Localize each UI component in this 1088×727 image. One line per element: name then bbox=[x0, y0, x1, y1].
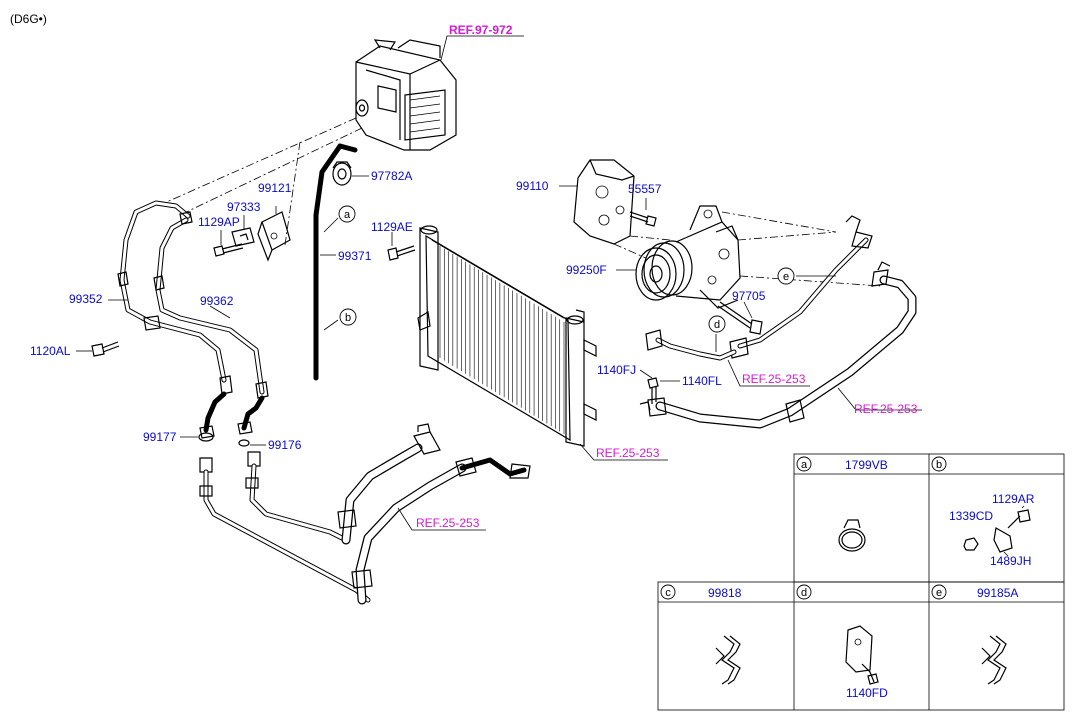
label-1129ap: 1129AP bbox=[198, 215, 240, 229]
compressor-99250f bbox=[635, 205, 741, 309]
legend-b-part3: 1489JH bbox=[990, 554, 1031, 568]
callout-a-circle bbox=[338, 205, 356, 223]
discharge-line bbox=[639, 261, 917, 429]
legend-e-circle bbox=[931, 584, 947, 600]
clip-99185a bbox=[981, 635, 1007, 685]
legend-d-circle bbox=[796, 584, 812, 600]
bolt-1129ae bbox=[387, 245, 416, 261]
label-99121: 99121 bbox=[258, 181, 292, 195]
nut-1339cd bbox=[963, 537, 979, 551]
bolt-1129ar bbox=[1007, 505, 1031, 529]
bolt-1120al bbox=[91, 341, 120, 357]
callout-b-circle bbox=[339, 308, 357, 326]
legend-e-part: 99185A bbox=[977, 586, 1018, 600]
callout-a: a bbox=[344, 209, 351, 221]
callout-e: e bbox=[783, 271, 789, 283]
bracket-1489jh bbox=[993, 527, 1013, 557]
label-97782a: 97782A bbox=[371, 169, 412, 183]
drain-hose-99371 bbox=[313, 143, 358, 381]
ref-heater-unit[interactable]: REF.97-972 bbox=[449, 23, 513, 37]
legend-b-letter: b bbox=[936, 459, 942, 471]
legend-c-letter: c bbox=[665, 587, 671, 599]
heater-unit bbox=[355, 39, 457, 151]
ref-condenser[interactable]: REF.25-253 bbox=[596, 446, 660, 460]
callout-b: b bbox=[345, 312, 351, 324]
label-99352: 99352 bbox=[69, 292, 103, 306]
bolt-1140fj bbox=[647, 377, 659, 404]
ref-hose-lower[interactable]: REF.25-253 bbox=[416, 516, 480, 530]
label-99176: 99176 bbox=[268, 438, 302, 452]
bolt-1129ap bbox=[213, 243, 244, 257]
condenser bbox=[417, 225, 597, 447]
legend-c-part: 99818 bbox=[708, 586, 742, 600]
grommet-97782a bbox=[332, 161, 352, 186]
pipe-99352 bbox=[117, 200, 233, 439]
pipe-99362 bbox=[153, 211, 269, 435]
o-ring-99176 bbox=[238, 439, 250, 447]
hose-clamp-1799vb bbox=[838, 519, 866, 552]
ref-suction-line[interactable]: REF.25-253 bbox=[742, 372, 806, 386]
legend-a-part: 1799VB bbox=[845, 458, 888, 472]
callout-e-circle bbox=[777, 267, 795, 285]
lower-pipe bbox=[199, 451, 371, 603]
legend-a-letter: a bbox=[801, 459, 808, 471]
label-1120al: 1120AL bbox=[30, 344, 71, 358]
clip-99818 bbox=[715, 635, 741, 685]
label-97333: 97333 bbox=[227, 200, 261, 214]
ref-discharge-line[interactable]: REF.25-253 bbox=[854, 402, 918, 416]
legend-b-part2: 1339CD bbox=[949, 509, 993, 523]
legend-a-circle bbox=[796, 456, 812, 472]
legend-e-letter: e bbox=[936, 587, 942, 599]
o-ring-99177 bbox=[198, 432, 214, 442]
label-99177: 99177 bbox=[143, 430, 177, 444]
callout-d-circle bbox=[708, 315, 726, 333]
label-99371: 99371 bbox=[338, 249, 372, 263]
legend-c-circle bbox=[660, 584, 676, 600]
label-1129ae: 1129AE bbox=[371, 220, 413, 234]
label-55557: 55557 bbox=[628, 182, 662, 196]
legend-d-letter: d bbox=[801, 587, 807, 599]
bracket-1140fd bbox=[845, 625, 879, 685]
legend-d-part-fd: 1140FD bbox=[846, 686, 888, 700]
engine-code: (D6G•) bbox=[10, 12, 47, 26]
label-99250f: 99250F bbox=[566, 263, 607, 277]
label-97705: 97705 bbox=[732, 289, 766, 303]
clip-97333 bbox=[231, 227, 255, 247]
legend-table bbox=[657, 453, 1065, 711]
legend-b-circle bbox=[931, 456, 947, 472]
compressor-bracket-99110 bbox=[573, 159, 635, 245]
label-99362: 99362 bbox=[200, 294, 234, 308]
legend-b-part1: 1129AR bbox=[992, 492, 1035, 506]
label-99110: 99110 bbox=[516, 179, 549, 193]
bolt-55557 bbox=[629, 211, 657, 227]
bracket-99121 bbox=[257, 211, 291, 262]
suction-line bbox=[645, 215, 873, 361]
label-1140fl: 1140FL bbox=[682, 374, 722, 388]
hose-lower bbox=[337, 423, 531, 605]
label-1140fj: 1140FJ bbox=[597, 363, 636, 377]
callout-d: d bbox=[714, 319, 720, 331]
bolt-97705 bbox=[717, 301, 763, 335]
